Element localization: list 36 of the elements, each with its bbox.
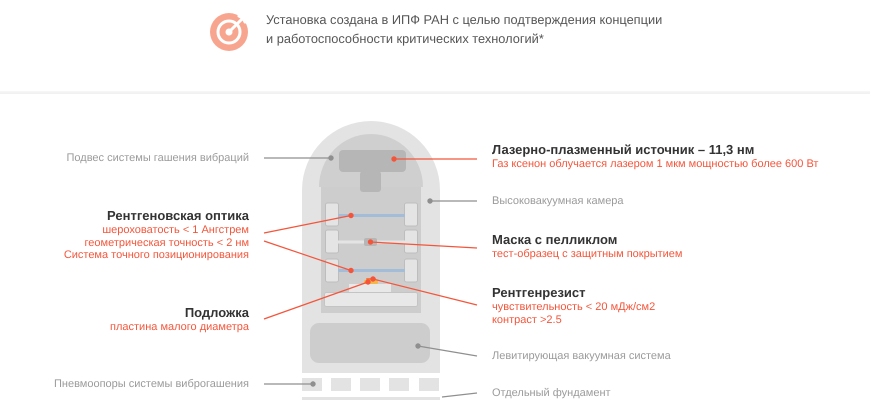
callout-note: контраст >2.5 [492,314,562,326]
leader-line [442,392,478,398]
leader-line [264,155,334,161]
callout-note: геометрическая точность < 2 нм [84,236,249,248]
chamber-housing [302,121,440,373]
callout-note: чувствительность < 20 мДж/см2 [492,301,656,313]
leader-line [391,156,477,162]
leader-line [370,276,478,306]
callout-heading: Рентгеновская оптика [107,208,249,223]
callout-note: Газ ксенон облучается лазером 1 мкм мощностью более 600 Вт [492,158,818,170]
callout-heading: Лазерно-плазменный источник – 11,3 нм [492,142,754,157]
part-label: Левитирующая вакуумная система [492,350,671,362]
leader-line [368,239,478,249]
mirror-plate [338,214,405,217]
leader-line [415,343,478,357]
part-label: Подвес системы гашения вибраций [66,152,249,164]
part-label: Пневмоопоры системы виброгашения [54,378,249,390]
source-block [339,150,406,172]
title-text: Установка создана в ИПФ РАН с целью подтверждения концепции и работоспособности критических технологий* [266,11,664,48]
leader-line [264,240,354,274]
callout-note: тест-образец с защитным покрытием [492,248,682,260]
part-label: Отдельный фундамент [492,387,611,399]
leader-line [264,381,316,387]
leader-line [264,279,371,320]
suspension-dome [319,134,423,187]
levitation-unit [310,323,430,363]
part-label: Высоковакуумная камера [492,195,624,207]
callout-note: шероховатость < 1 Ангстрем [102,224,249,236]
callout-heading: Маска с пелликлом [492,232,618,247]
callout-heading: Рентгенрезист [492,285,586,300]
callout-heading: Подложка [184,305,249,320]
leader-line [427,198,477,204]
callout-note: Система точного позиционирования [64,249,249,261]
mirror-plate [338,269,405,272]
callout-note: пластина малого диаметра [110,321,249,333]
leader-line [264,212,354,234]
